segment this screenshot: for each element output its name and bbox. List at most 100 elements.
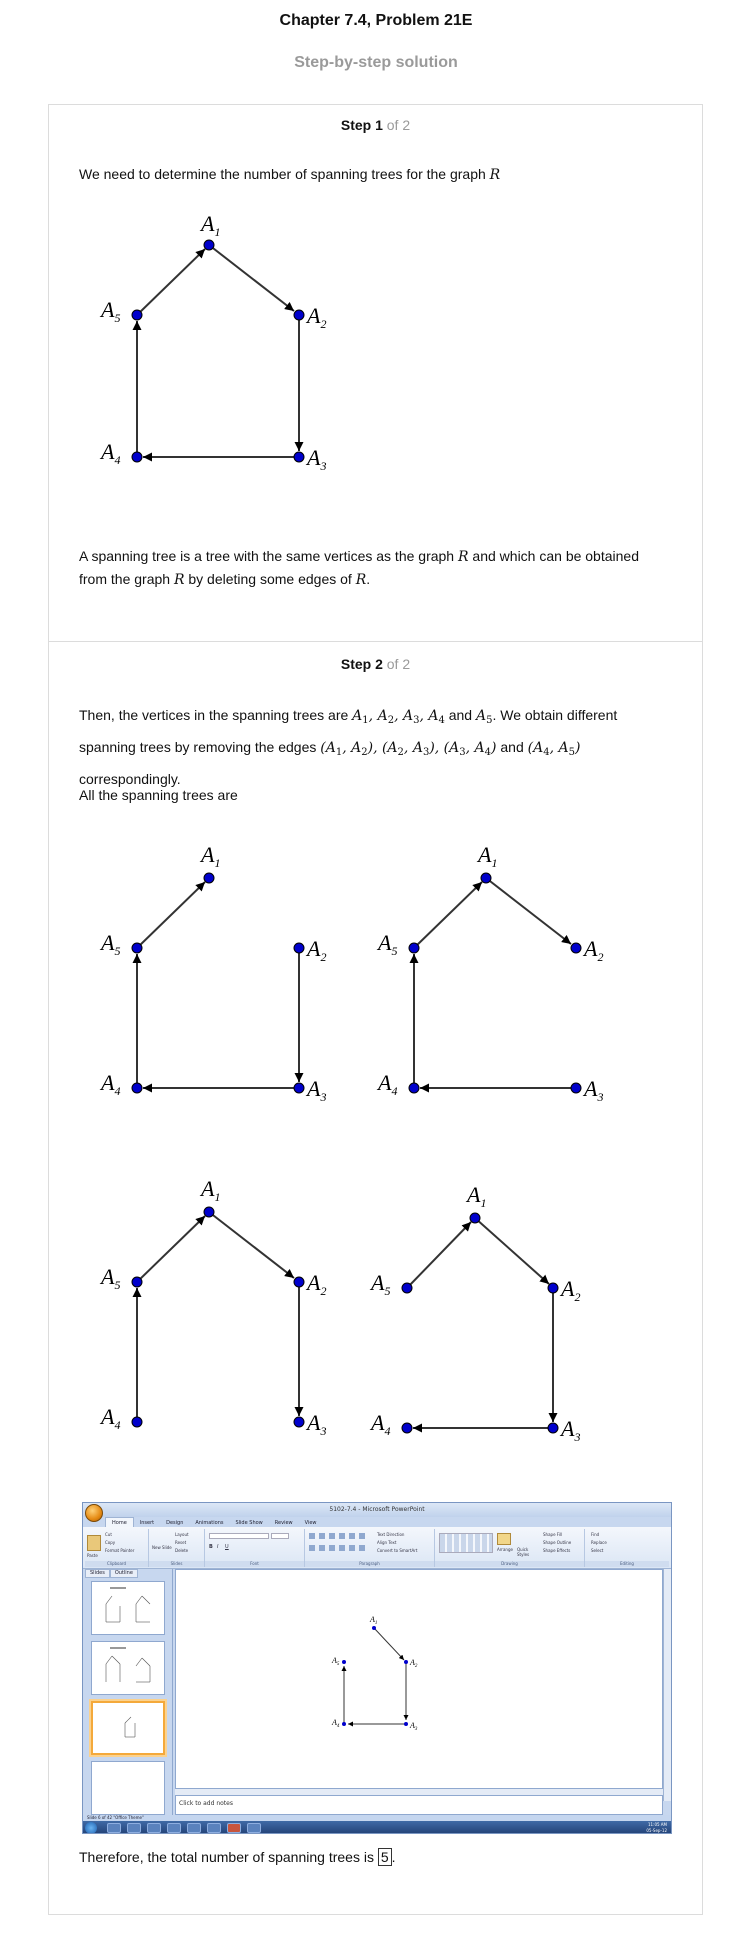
- pp-group-label-slides: Slides: [149, 1561, 204, 1567]
- new-slide-button[interactable]: New Slide: [152, 1545, 172, 1550]
- pp-slide-canvas[interactable]: A1 A2 A3 A4 A5: [175, 1569, 663, 1789]
- step-2-paragraph: Then, the vertices in the spanning trees…: [79, 702, 669, 792]
- pp-tab-slide-show[interactable]: Slide Show: [235, 1520, 263, 1526]
- office-button-icon[interactable]: [85, 1504, 103, 1522]
- edge-a1-a2: [208, 244, 295, 312]
- def-text-1: A spanning tree is a tree with the same …: [79, 548, 458, 564]
- list-buttons-icon[interactable]: [309, 1533, 369, 1539]
- vertex-a1: [480, 872, 492, 884]
- replace-button[interactable]: Replace: [591, 1540, 607, 1545]
- app-taskbar-icon[interactable]: [207, 1823, 221, 1833]
- bold-icon[interactable]: B: [209, 1544, 213, 1550]
- clock-time: 11:05 AM: [648, 1822, 667, 1827]
- vertex-a3: [570, 1082, 582, 1094]
- copy-button[interactable]: Copy: [105, 1540, 116, 1545]
- shape-effects-button[interactable]: Shape Effects: [543, 1548, 571, 1553]
- vertex-a5-inline: A5: [475, 708, 493, 726]
- vertex-a2: [547, 1282, 559, 1294]
- spanning-tree-2: A1 A2 A3 A4 A5: [376, 842, 603, 1104]
- find-button[interactable]: Find: [591, 1532, 600, 1537]
- label-a2: A2: [305, 1270, 326, 1298]
- vertex-a4: [131, 451, 143, 463]
- pp-tab-home[interactable]: Home: [105, 1517, 134, 1528]
- pp-tab-insert[interactable]: Insert: [139, 1520, 155, 1526]
- text-direction-button[interactable]: Text Direction: [377, 1532, 405, 1537]
- label-a4: A4: [369, 1410, 390, 1438]
- pp-horizontal-scrollbar[interactable]: [175, 1789, 663, 1795]
- pp-group-label-drawing: Drawing: [435, 1561, 584, 1567]
- shape-fill-button[interactable]: Shape Fill: [543, 1532, 563, 1537]
- label-a3: A3: [305, 1076, 326, 1104]
- pp-side-tab-outline[interactable]: Outline: [109, 1569, 138, 1578]
- pp-tab-view[interactable]: View: [304, 1520, 317, 1526]
- label-a5: A5: [369, 1270, 390, 1298]
- pp-notes-pane[interactable]: Click to add notes: [175, 1795, 663, 1815]
- pp-tab-design[interactable]: Design: [166, 1520, 184, 1526]
- paste-button[interactable]: Paste: [87, 1553, 98, 1558]
- edge-a5-a1: [136, 248, 206, 316]
- slide-thumbnail[interactable]: [91, 1641, 165, 1695]
- format-painter-button[interactable]: Format Painter: [105, 1548, 135, 1553]
- label-a2: A2: [559, 1276, 580, 1304]
- font-size-input[interactable]: [271, 1533, 289, 1539]
- label-a3: A3: [305, 445, 326, 473]
- vertex-a2: [570, 942, 582, 954]
- edge-a5-a1: [406, 1221, 472, 1289]
- pp-tab-animations[interactable]: Animations: [195, 1520, 224, 1526]
- pp-ribbon: Paste Cut Copy Format Painter Clipboard …: [83, 1527, 671, 1569]
- shape-outline-button[interactable]: Shape Outline: [543, 1540, 572, 1545]
- underline-icon[interactable]: U: [225, 1544, 229, 1550]
- label-a4: A4: [331, 1718, 340, 1729]
- align-buttons-icon[interactable]: [309, 1545, 369, 1551]
- folder-taskbar-icon[interactable]: [147, 1823, 161, 1833]
- vertex-a5: [131, 1276, 143, 1288]
- label-a3: A3: [582, 1076, 603, 1104]
- pp-status-bar: Slide 6 of 42 "Office Theme": [83, 1815, 671, 1821]
- font-name-input[interactable]: [209, 1533, 269, 1539]
- quick-styles-button[interactable]: Quick Styles: [517, 1547, 530, 1557]
- windows-taskbar: 11:05 AM 05-Sep-12: [83, 1821, 671, 1833]
- graph-variable: R: [489, 167, 501, 183]
- ie-taskbar-icon[interactable]: [107, 1823, 121, 1833]
- pp-vertical-scrollbar[interactable]: [663, 1569, 671, 1801]
- italic-icon[interactable]: I: [217, 1544, 219, 1550]
- align-text-button[interactable]: Align Text: [377, 1540, 397, 1545]
- delete-button[interactable]: Delete: [175, 1548, 189, 1553]
- vertex-a2: [293, 309, 305, 321]
- paste-icon[interactable]: [87, 1535, 101, 1551]
- spanning-tree-3: A1 A2 A3 A4 A5: [99, 1176, 326, 1438]
- label-a1: A1: [369, 1615, 377, 1626]
- vertex-a3: [293, 451, 305, 463]
- start-button-icon[interactable]: [85, 1822, 97, 1833]
- conclusion: Therefore, the total number of spanning …: [79, 1846, 669, 1868]
- pp-side-tab-slides[interactable]: Slides: [85, 1569, 110, 1578]
- slide-thumbnail[interactable]: [91, 1581, 165, 1635]
- edge-a5-a1: [413, 881, 483, 949]
- cut-button[interactable]: Cut: [105, 1532, 112, 1537]
- label-a4: A4: [376, 1070, 397, 1098]
- shapes-gallery-icon[interactable]: [439, 1533, 493, 1553]
- answer-box: 5: [377, 1848, 392, 1866]
- clock-date: 05-Sep-12: [646, 1828, 667, 1833]
- slide-thumbnail-selected[interactable]: [91, 1701, 165, 1755]
- edge-a1-a2: [373, 1627, 405, 1661]
- edge-a5-a1: [136, 1215, 206, 1283]
- arrange-button[interactable]: Arrange: [497, 1547, 513, 1552]
- vertex-a5: [401, 1282, 413, 1294]
- pp-tab-review[interactable]: Review: [274, 1520, 293, 1526]
- media-taskbar-icon[interactable]: [127, 1823, 141, 1833]
- vertex-a1: [372, 1626, 376, 1630]
- firefox-taskbar-icon[interactable]: [167, 1823, 181, 1833]
- powerpoint-taskbar-icon[interactable]: [227, 1823, 241, 1833]
- app-taskbar-icon[interactable]: [187, 1823, 201, 1833]
- slide-thumbnail[interactable]: [91, 1761, 165, 1815]
- layout-button[interactable]: Layout: [175, 1532, 189, 1537]
- convert-smartart-button[interactable]: Convert to SmartArt: [377, 1548, 418, 1553]
- notes-placeholder: Click to add notes: [179, 1800, 233, 1807]
- vertex-a2: [293, 1276, 305, 1288]
- reset-button[interactable]: Reset: [175, 1540, 187, 1545]
- label-a4: A4: [99, 1070, 120, 1098]
- conclusion-period: .: [391, 1849, 396, 1865]
- app-taskbar-icon[interactable]: [247, 1823, 261, 1833]
- select-button[interactable]: Select: [591, 1548, 604, 1553]
